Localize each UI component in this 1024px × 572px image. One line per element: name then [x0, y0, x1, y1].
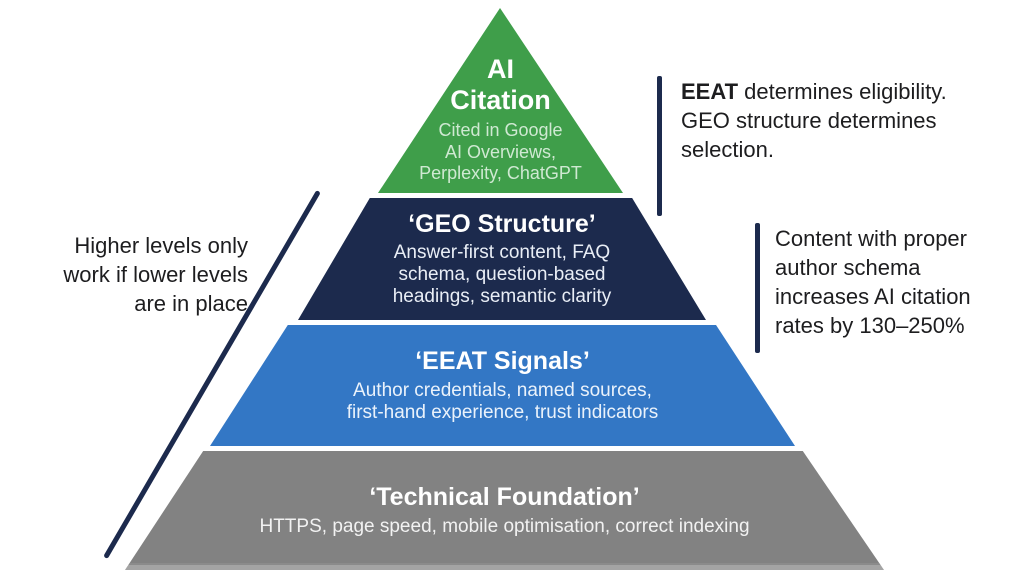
level-subtitle: Answer-first content, FAQ schema, questi… — [392, 242, 612, 308]
level-title: ‘Technical Foundation’ — [369, 483, 640, 512]
pyramid-level-technical-foundation: ‘Technical Foundation’ HTTPS, page speed… — [125, 451, 884, 570]
level-subtitle: HTTPS, page speed, mobile optimisation, … — [259, 515, 750, 537]
pyramid-level-ai-citation: AI Citation Cited in Google AI Overviews… — [378, 8, 623, 193]
level-subtitle: Author credentials, named sources, first… — [346, 379, 659, 423]
author-schema-note: Content with proper author schema increa… — [775, 226, 971, 338]
level-title: ‘EEAT Signals’ — [415, 347, 590, 376]
eligibility-note-rest: determines eligibility. GEO structure de… — [681, 79, 947, 162]
level-subtitle: Cited in Google AI Overviews, Perplexity… — [419, 120, 582, 184]
eligibility-note: EEAT determines eligibility. GEO structu… — [681, 77, 1024, 164]
level-title: AI Citation — [450, 54, 551, 116]
higher-levels-note: Higher levels only work if lower levels … — [63, 233, 248, 316]
pyramid-level-geo-structure: ‘GEO Structure’ Answer-first content, FA… — [298, 198, 706, 320]
eligibility-note-lead: EEAT — [681, 79, 739, 104]
level-title: ‘GEO Structure’ — [408, 209, 596, 238]
vertical-divider-top — [657, 76, 662, 216]
vertical-divider-bottom — [755, 223, 760, 353]
pyramid-level-eeat-signals: ‘EEAT Signals’ Author credentials, named… — [210, 325, 795, 446]
